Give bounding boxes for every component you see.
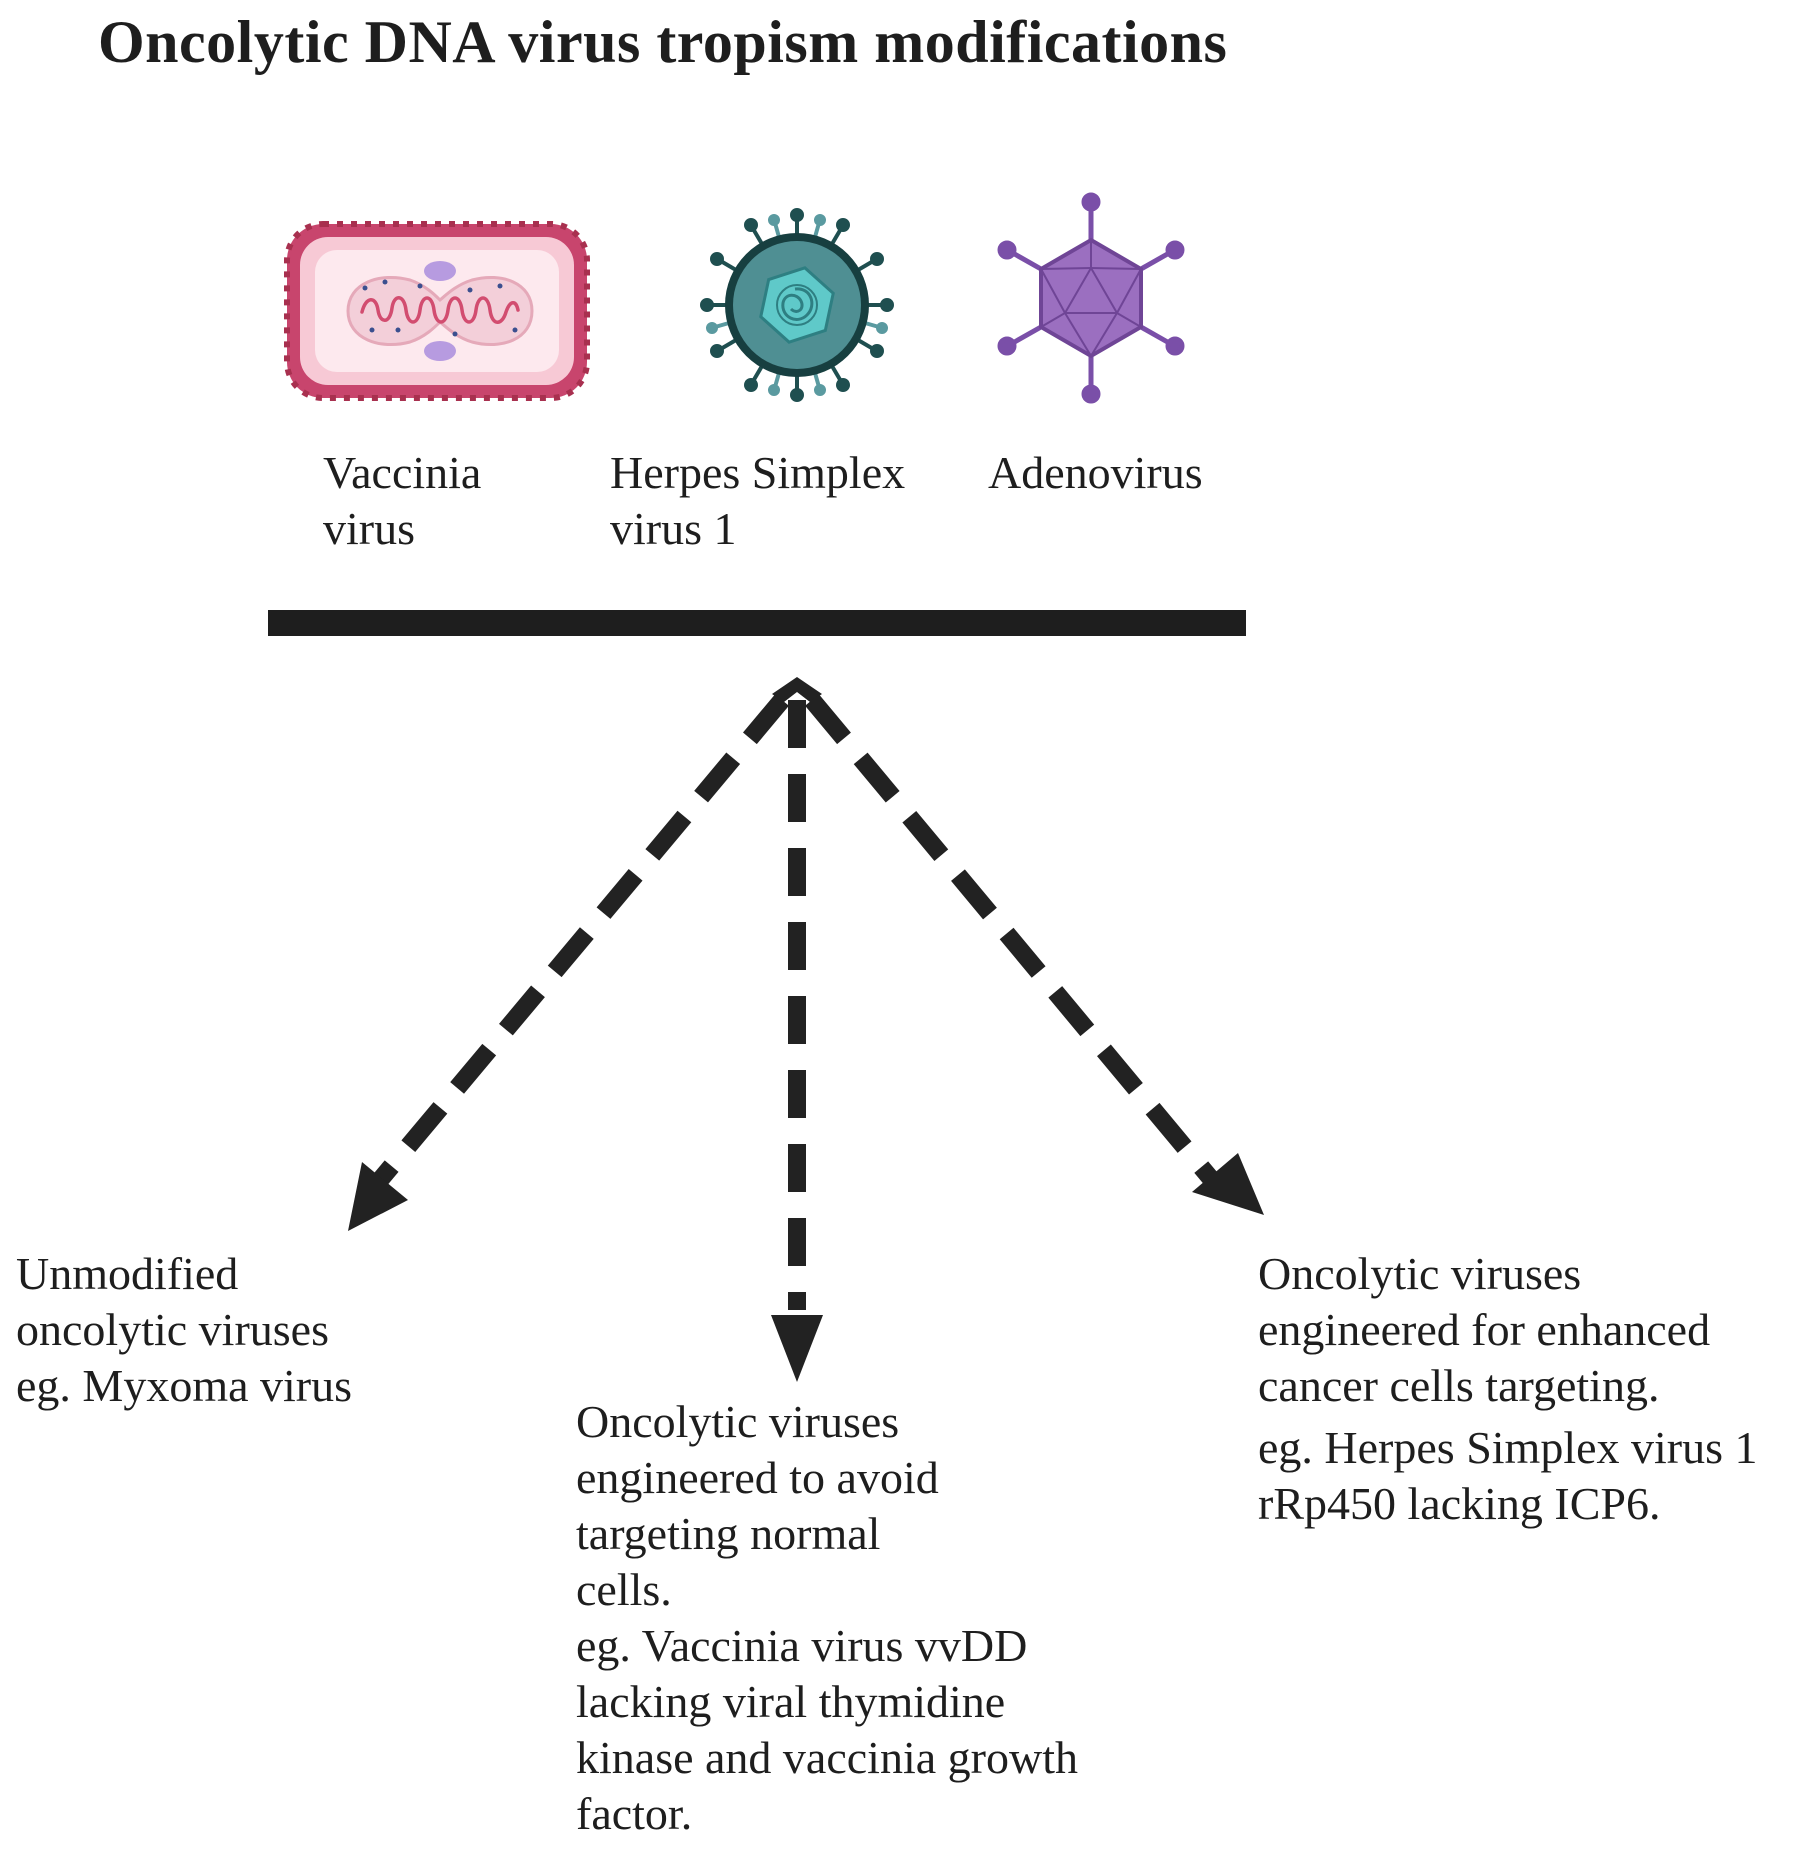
arrow-left-shaft [373,694,789,1186]
outcome-unmodified: Unmodified oncolytic viruses eg. Myxoma … [16,1246,352,1414]
outcome-middle-line: engineered to avoid [576,1452,939,1503]
adenovirus-icon [997,192,1185,404]
outcome-left-line: eg. Myxoma virus [16,1360,353,1411]
outcome-middle-line: cells. [576,1564,672,1615]
herpes-simplex-virus-icon [700,208,894,402]
arrow-origin-cap [772,677,822,702]
outcome-enhanced-cancer-targeting: Oncolytic viruses engineered for enhance… [1258,1246,1758,1532]
outcome-right-line: engineered for enhanced [1258,1304,1711,1355]
outcome-middle-line: Oncolytic viruses [576,1396,900,1447]
label-herpes-line1: Herpes Simplex [610,447,906,498]
arrow-left-head [348,1162,408,1231]
arrow-right-head [1192,1153,1264,1215]
arrows [348,677,1264,1382]
outcome-right-line: Oncolytic viruses [1258,1248,1582,1299]
label-herpes-line2: virus 1 [610,503,737,554]
outcome-avoid-normal-cells: Oncolytic viruses engineered to avoid ta… [576,1394,1078,1842]
label-vaccinia: Vaccinia virus [323,445,481,557]
divider-bar [268,610,1246,636]
label-herpes-simplex: Herpes Simplex virus 1 [610,445,905,557]
vaccinia-virus-icon [284,221,590,401]
outcome-right-example-line: eg. Herpes Simplex virus 1 [1258,1422,1758,1473]
diagram-title: Oncolytic DNA virus tropism modification… [98,9,1228,75]
outcome-middle-line: lacking viral thymidine [576,1676,1006,1727]
outcome-left-line: Unmodified [16,1248,239,1299]
outcome-left-line: oncolytic viruses [16,1304,329,1355]
outcome-right-example-line: rRp450 lacking ICP6. [1258,1478,1661,1529]
outcome-middle-line: targeting normal [576,1508,881,1559]
label-vaccinia-line1: Vaccinia [323,447,482,498]
outcome-middle-line: eg. Vaccinia virus vvDD [576,1620,1028,1671]
label-vaccinia-line2: virus [323,503,415,554]
arrow-middle-head [771,1315,823,1382]
outcome-middle-line: factor. [576,1788,693,1839]
arrow-right-shaft [805,694,1219,1186]
outcome-middle-line: kinase and vaccinia growth [576,1732,1078,1783]
label-adenovirus-line1: Adenovirus [988,447,1203,498]
label-adenovirus: Adenovirus [988,445,1203,501]
outcome-right-line: cancer cells targeting. [1258,1360,1660,1411]
